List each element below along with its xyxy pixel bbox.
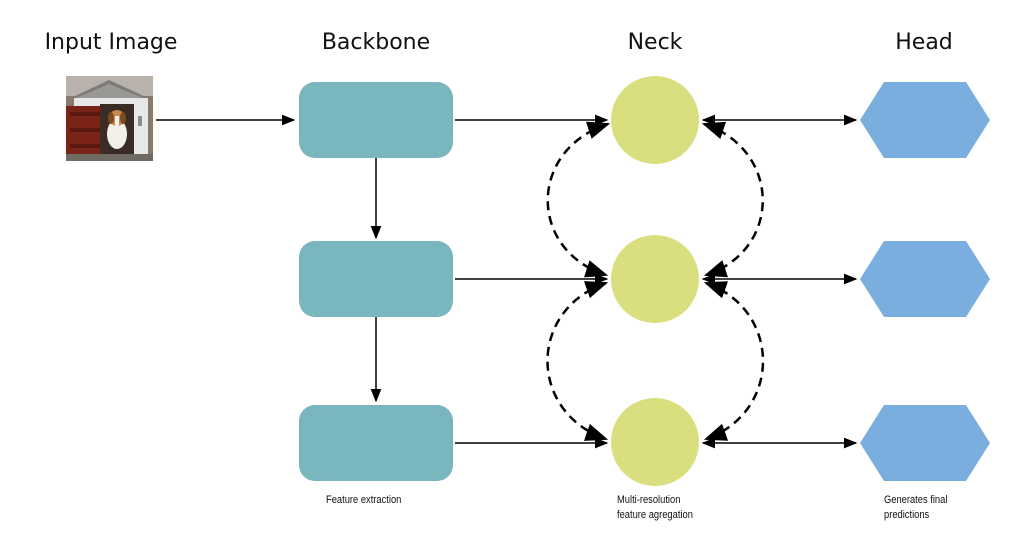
head-node-3 — [860, 405, 990, 481]
head-caption: Generates final predictions — [884, 494, 948, 521]
head-node-2 — [860, 241, 990, 317]
neck-dashed-left-2 — [546, 281, 609, 441]
neck-node-1 — [611, 76, 699, 164]
neck-heading: Neck — [627, 30, 683, 55]
input-image-heading: Input Image — [44, 30, 178, 55]
backbone-heading: Backbone — [321, 30, 431, 55]
neck-dashed-right-2 — [703, 281, 765, 441]
neck-caption: Multi-resolution feature agregation — [617, 494, 693, 521]
input-image — [66, 76, 153, 161]
backbone-caption: Feature extraction — [326, 494, 402, 506]
backbone-block-1 — [299, 82, 453, 158]
neck-node-2 — [611, 235, 699, 323]
neck-node-3 — [611, 398, 699, 486]
neck-dashed-right-1 — [701, 121, 764, 278]
head-heading: Head — [895, 30, 953, 55]
backbone-block-2 — [299, 241, 453, 317]
dog-photo-icon — [66, 76, 153, 161]
head-node-1 — [860, 82, 990, 158]
neck-dashed-left-1 — [546, 121, 611, 278]
backbone-block-3 — [299, 405, 453, 481]
